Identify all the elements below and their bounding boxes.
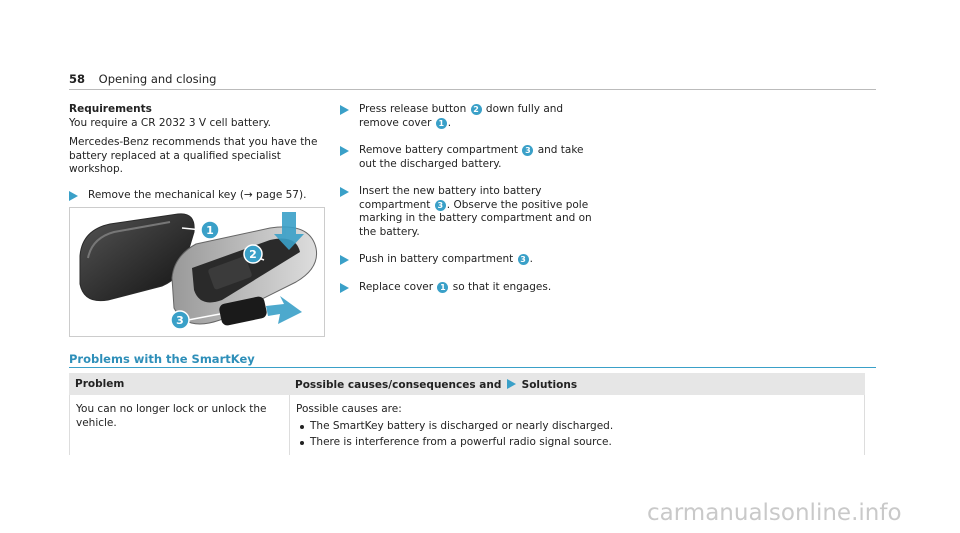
callout-1: 1 [200,220,220,240]
step-arrow-icon [340,146,349,156]
list-item: There is interference from a powerful ra… [296,436,856,450]
badge-1: 1 [435,117,447,129]
page-header: 58 Opening and closing [69,72,216,86]
header-rule [69,89,876,90]
solutions-arrow-icon [507,379,516,389]
requirements-para2: Mercedes-Benz recommends that you have t… [69,136,318,175]
table-header: Problem Possible causes/consequences and… [69,373,865,395]
badge-3: 3 [522,145,534,156]
badge-3: 3 [434,199,446,211]
svg-text:3: 3 [176,314,184,327]
step-push-compartment: Push in battery compartment 3. [340,253,600,267]
svg-text:2: 2 [249,248,257,261]
battery-replacement-figure: 1 2 3 [69,207,325,337]
badge-3: 3 [517,254,529,265]
page-number: 58 [69,72,86,86]
step-insert-battery: Insert the new battery into battery comp… [340,185,600,239]
table-row: You can no longer lock or unlock the veh… [69,395,865,455]
step-arrow-icon [340,255,349,265]
step-arrow-icon [69,190,78,201]
step-replace-cover: Replace cover 1 so that it engages. [340,281,600,295]
callout-2: 2 [243,244,263,264]
left-column: Requirements You require a CR 2032 3 V c… [69,103,324,216]
watermark: carmanualsonline.info [647,500,902,526]
causes-cell: Possible causes are: The SmartKey batter… [296,403,856,453]
list-item: The SmartKey battery is discharged or ne… [296,420,856,434]
step-arrow-icon [340,187,349,197]
callout-3: 3 [170,310,190,330]
right-column: Press release button 2 down fully and re… [340,103,600,308]
problems-table: Problem Possible causes/consequences and… [69,373,865,455]
svg-text:1: 1 [206,224,214,237]
step-remove-key: Remove the mechanical key (→ page 57). [69,189,324,203]
badge-1: 1 [437,281,449,293]
section-title: Opening and closing [98,72,217,86]
step-arrow-icon [340,105,349,115]
problems-section-title: Problems with the SmartKey [69,352,255,366]
step-remove-compartment: Remove battery compartment 3 and take ou… [340,144,600,171]
requirements-heading: Requirements [69,103,152,115]
smartkey-illustration: 1 2 3 [79,212,318,330]
page-reference-link[interactable]: → page 57 [243,188,299,201]
step-press-release: Press release button 2 down fully and re… [340,103,600,130]
header-problem: Problem [75,378,125,390]
badge-2: 2 [470,104,482,115]
requirements-para1: You require a CR 2032 3 V cell battery. [69,116,272,129]
problem-cell: You can no longer lock or unlock the veh… [76,403,267,429]
step-arrow-icon [340,282,349,293]
problems-section-rule [69,367,876,368]
header-causes: Possible causes/consequences and Solutio… [295,379,578,391]
